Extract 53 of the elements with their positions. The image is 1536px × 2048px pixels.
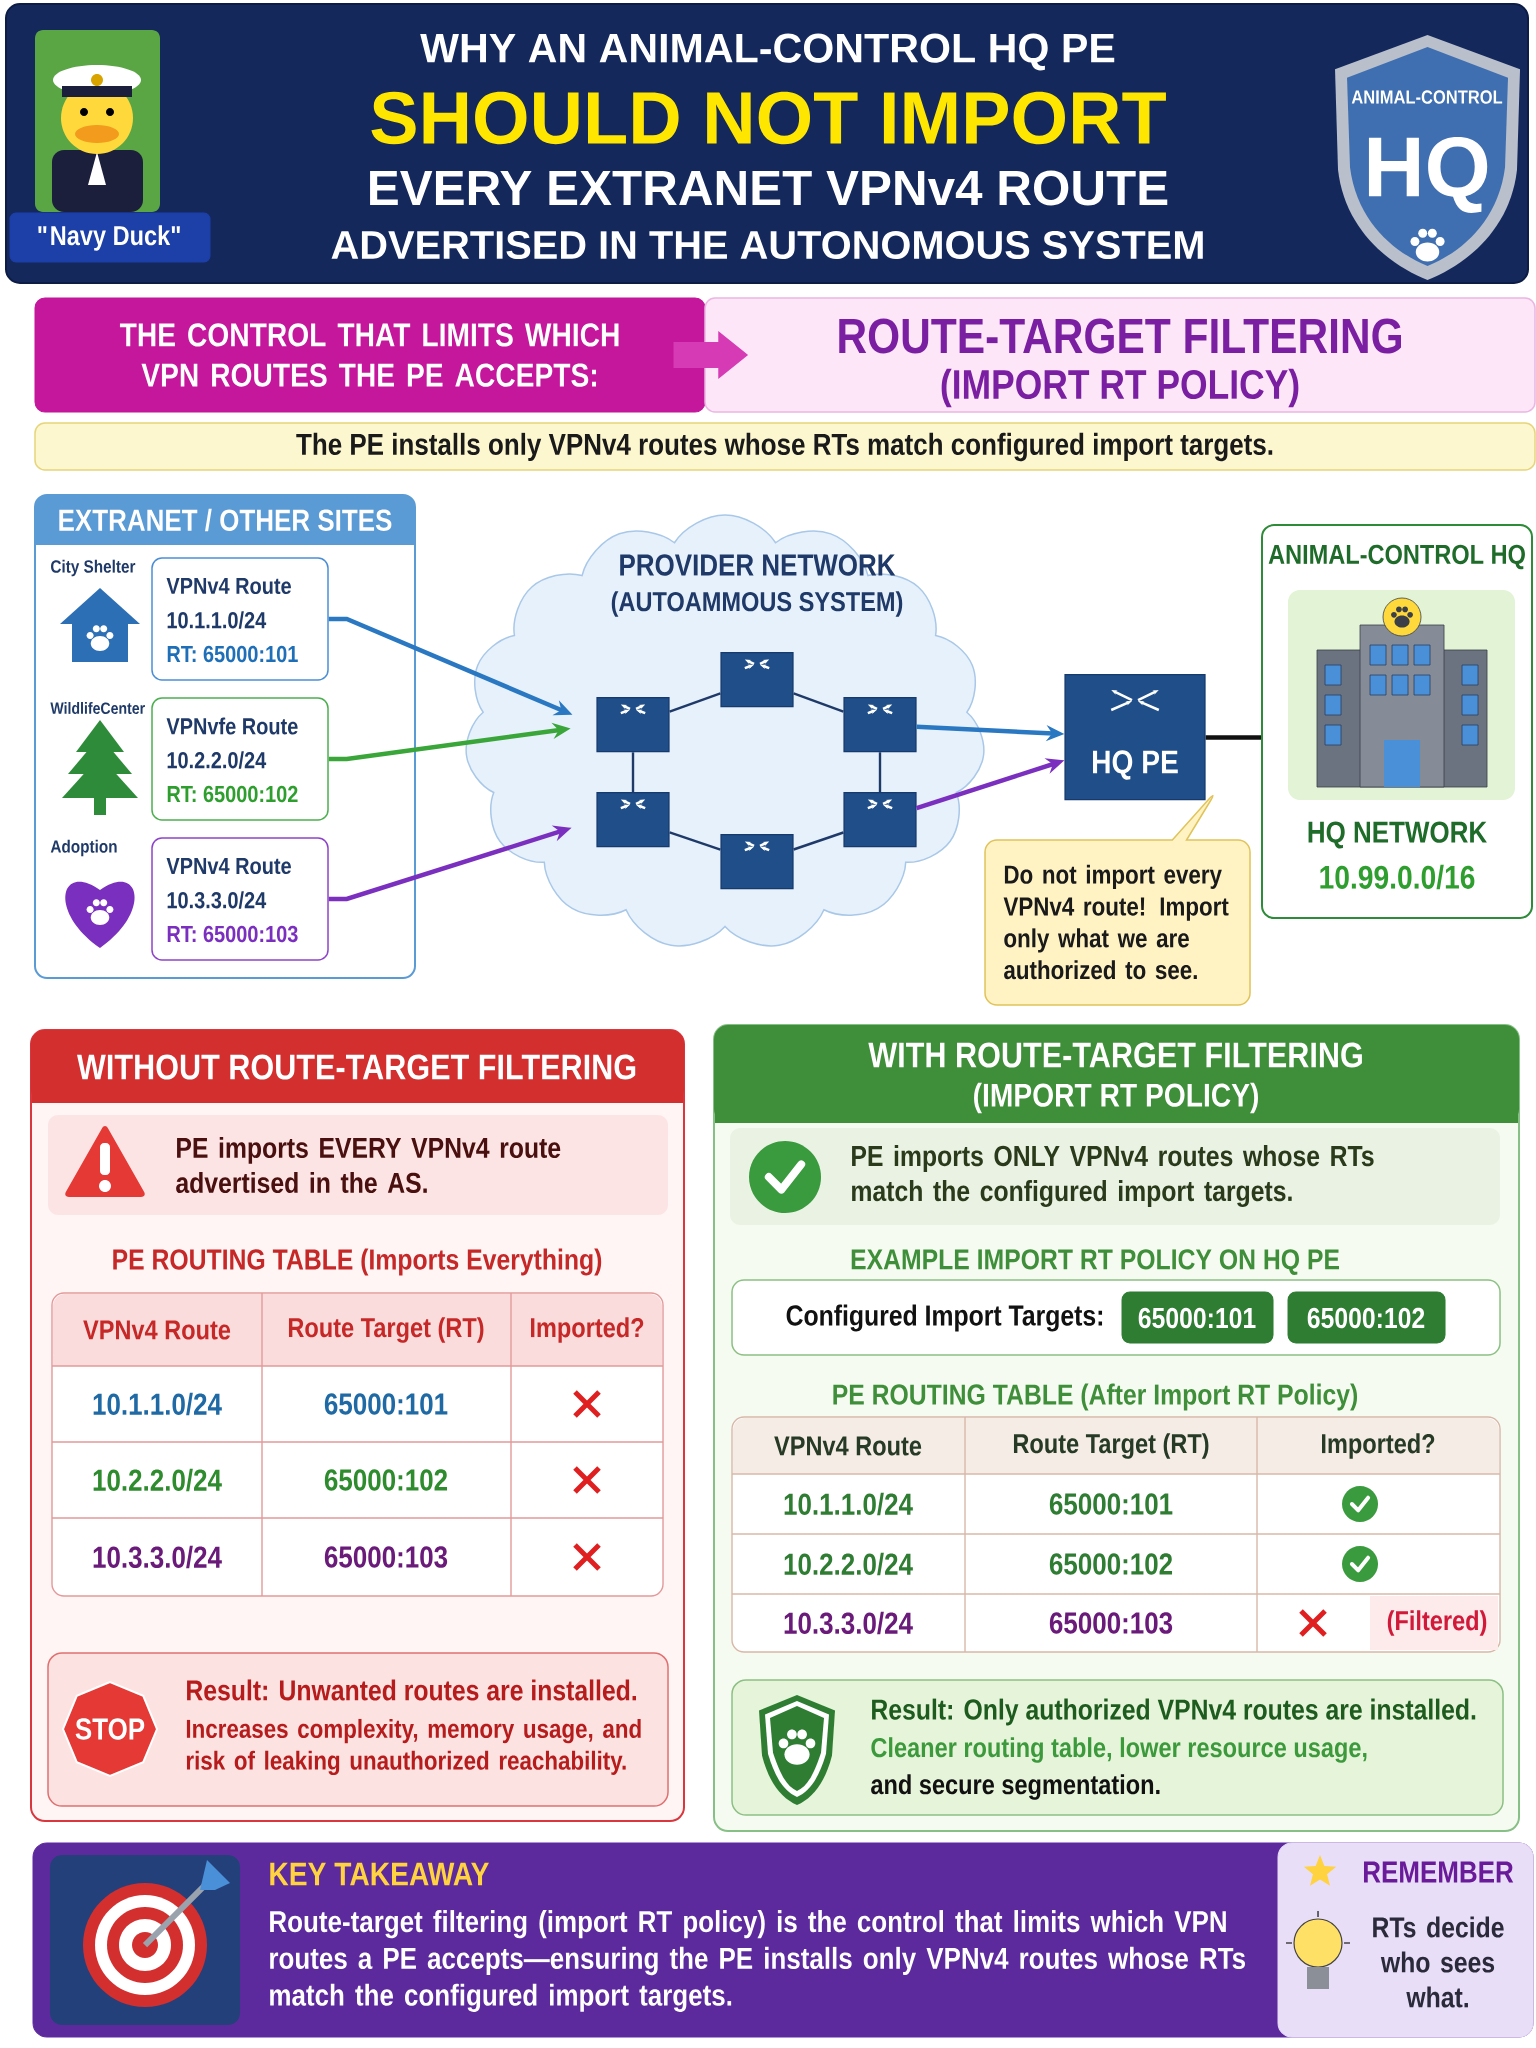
connector-line [793,831,844,851]
connector-line [1205,735,1261,740]
router-icon [596,697,670,753]
router-icon [596,792,670,848]
column-header: VPNv4 Route [774,1436,922,1456]
connector-line [631,752,635,793]
site-label: City Shelter [51,559,136,577]
info-box: PE imports ONLY VPNv4 routes whose RTs match the configured import targets. [730,1128,1500,1225]
section-heading: EXAMPLE IMPORT RT POLICY ON HQ PE [851,1249,1339,1275]
warning-box: PE imports EVERY VPNv4 route advertised in the AS. [48,1115,668,1215]
table-cell: 10.1.1.0/24 [784,1492,913,1516]
table-cell: 10.3.3.0/24 [93,1545,222,1569]
table-title: PE ROUTING TABLE (After Import RT Policy) [833,1383,1358,1411]
table-cell: 10.2.2.0/24 [93,1468,222,1492]
column-header: Imported? [1322,1433,1435,1459]
site-label: WildlifeCenter [50,702,145,714]
route-box: VPNv4 Route 10.1.1.0/24 RT: 65000:101 [151,557,329,681]
column-header: Route Target (RT) [1013,1433,1209,1459]
connector-line [878,752,882,793]
target-pill: 65000:101 [1121,1291,1274,1344]
table-cell: 65000:102 [324,1469,448,1491]
table-cell: 10.3.3.0/24 [784,1611,913,1635]
route-box: VPNvfe Route 10.2.2.0/24 RT: 65000:102 [151,697,329,821]
shield-badge: ANIMAL-CONTROL HQ [1335,35,1520,280]
router-icon [720,652,794,708]
table-cell: 65000:101 [1049,1493,1173,1515]
speech-bubble: Do not import every VPNv4 route! Import only what we are authorized to see. [984,794,1251,1006]
name-badge: "Navy Duck" [9,212,211,263]
connector-line [793,692,844,713]
table-cell: 10.2.2.0/24 [784,1552,913,1576]
router-icon [843,697,917,753]
note-strip: The PE installs only VPNv4 routes whose RTs match configured import targets. [34,422,1536,471]
reminder-box: REMEMBER RTs decide who sees what. [1277,1842,1534,2038]
table-cell: 65000:101 [324,1393,448,1415]
status-label: (Filtered) [1387,1610,1487,1636]
site-label: Adoption [50,839,117,857]
result-box: Result: Only authorized VPNv4 routes are installed. Cleaner routing table, lower resource usage, and secure segmentation. [731,1679,1504,1816]
heading-box: ROUTE-TARGET FILTERING (IMPORT RT POLICY) [704,297,1536,413]
connector-line [669,831,721,851]
router-icon [843,792,917,848]
table-cell: 65000:103 [1049,1612,1173,1634]
column-header: Imported? [531,1317,644,1343]
table-cell: 65000:102 [1049,1553,1173,1575]
table-title: PE ROUTING TABLE (Imports Everything) [113,1248,602,1276]
connector-line [669,692,721,713]
router-icon [720,834,794,890]
table-cell: 65000:103 [324,1546,448,1568]
column-header: VPNv4 Route [83,1320,231,1340]
column-header: Route Target (RT) [288,1317,484,1343]
route-box: VPNv4 Route 10.3.3.0/24 RT: 65000:103 [151,837,329,961]
label-box: THE CONTROL THAT LIMITS WHICH VPN ROUTES THE PE ACCEPTS: [34,297,706,413]
table-cell: 10.1.1.0/24 [93,1392,222,1416]
target-pill: 65000:102 [1287,1291,1446,1344]
